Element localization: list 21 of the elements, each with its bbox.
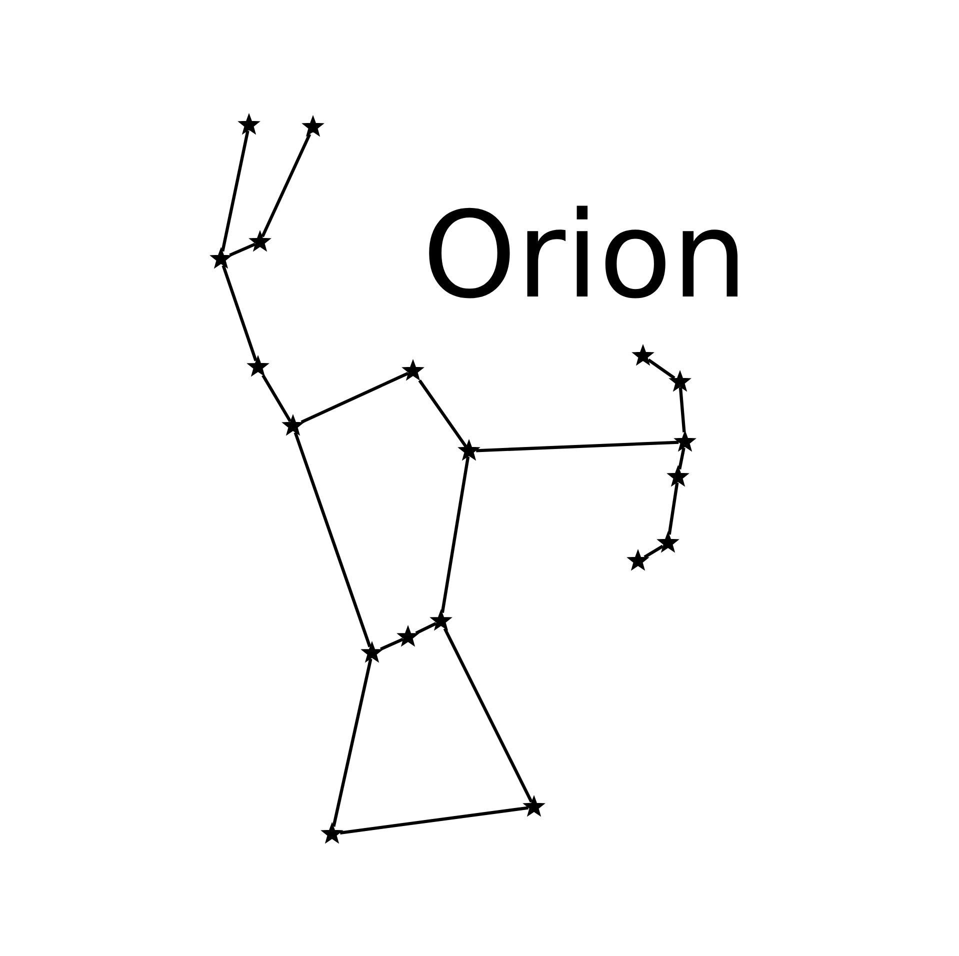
line xyxy=(222,264,258,362)
line xyxy=(229,242,256,257)
line xyxy=(300,372,409,424)
line xyxy=(294,432,372,648)
line xyxy=(678,447,686,470)
line xyxy=(332,658,372,827)
line xyxy=(476,440,679,452)
line xyxy=(418,380,468,448)
line xyxy=(221,130,250,252)
line xyxy=(261,134,312,238)
line xyxy=(443,628,533,803)
line xyxy=(648,358,676,380)
line xyxy=(644,544,664,558)
line xyxy=(678,387,686,432)
line xyxy=(415,622,437,635)
line xyxy=(668,482,679,535)
line xyxy=(440,456,470,613)
line xyxy=(380,638,404,651)
line xyxy=(262,374,292,422)
title: Orion xyxy=(429,206,738,298)
line xyxy=(340,806,528,834)
